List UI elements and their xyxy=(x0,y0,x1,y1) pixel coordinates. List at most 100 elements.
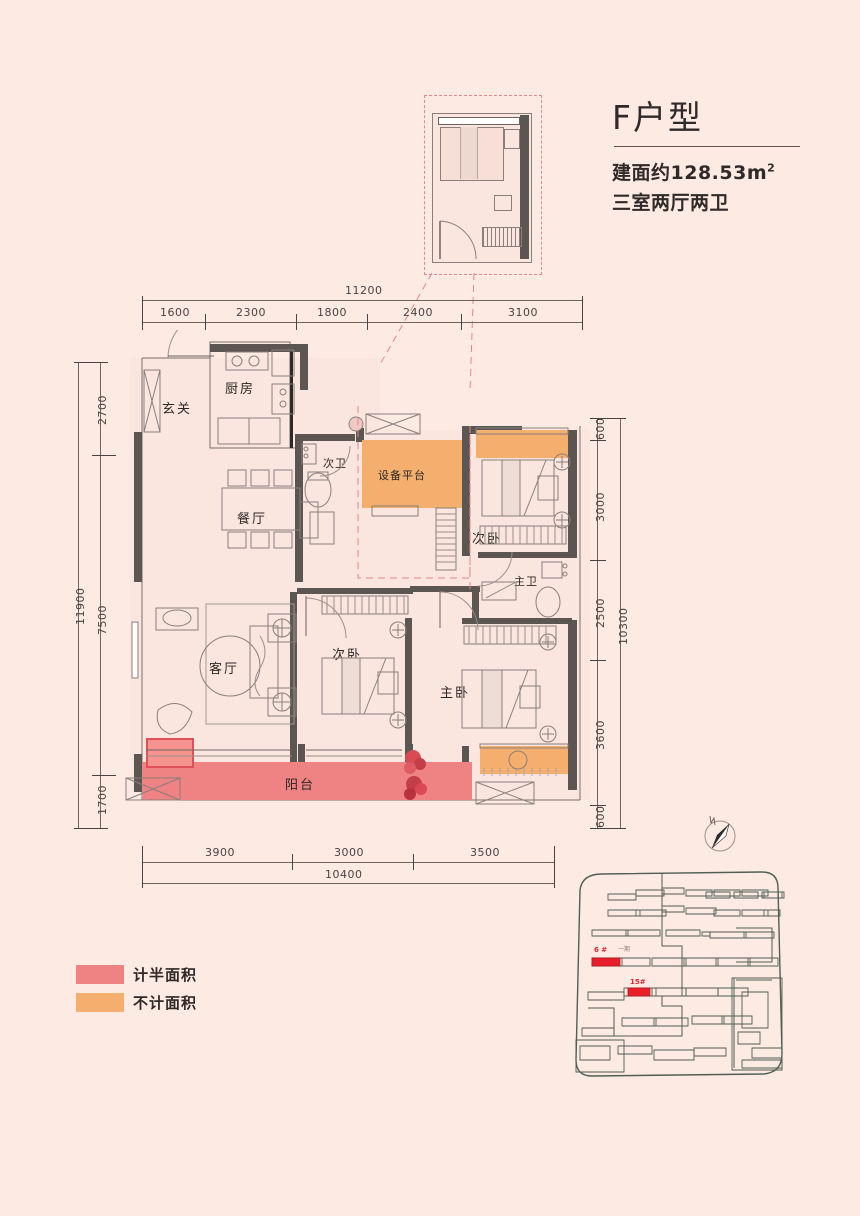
room-label-master-bath: 主卫 xyxy=(514,575,538,588)
area-text: 建面约128.53m xyxy=(612,162,768,185)
dim-left-tick xyxy=(92,455,116,456)
dim-right-tick xyxy=(590,828,626,829)
room-label-master: 主卧 xyxy=(440,686,471,701)
wall-master-top xyxy=(462,618,572,624)
dim-left-tick xyxy=(74,828,108,829)
dim-top-tick xyxy=(367,314,368,330)
legend-swatch-no-area xyxy=(76,992,124,1012)
wall-corridor-lower xyxy=(410,586,480,592)
balcony-plant-icon xyxy=(404,750,427,800)
dimension-chain-right: 10300 600 3000 2500 3600 600 xyxy=(580,0,660,860)
dim-right-total-line xyxy=(620,418,621,828)
wall-balcony-left xyxy=(134,754,142,792)
room-label-balcony: 阳台 xyxy=(285,778,316,793)
dim-top-tick xyxy=(142,296,143,330)
site-highlight-building-15 xyxy=(627,987,651,997)
inset-nightstand xyxy=(504,129,520,149)
inset-wardrobe xyxy=(482,227,522,247)
legend-row-no-area: 不计面积 xyxy=(76,991,197,1013)
dim-top-seg-text: 1600 xyxy=(160,306,190,319)
dim-bottom-seg-text: 3500 xyxy=(470,846,500,859)
plan-code-title: F户型 xyxy=(612,98,703,137)
wall-exterior-right-upper xyxy=(568,430,577,558)
dim-right-tick xyxy=(590,440,606,441)
wall-kitchen-right xyxy=(300,344,308,390)
layout-line: 三室两厅两卫 xyxy=(612,191,730,214)
alternate-bedroom-inset xyxy=(365,95,542,394)
dim-right-tick xyxy=(590,418,626,419)
room-label-equipment-deck: 设备平台 xyxy=(378,469,426,482)
dimension-chain-left: 11900 2700 7500 1700 xyxy=(0,0,140,860)
legend-label-half-area: 计半面积 xyxy=(133,965,198,984)
title-block: F户型 建面约128.53m2 三室两厅两卫 xyxy=(612,98,812,218)
room-label-dining: 餐厅 xyxy=(237,512,268,527)
wall-masterbath-top xyxy=(478,552,570,558)
site-phase-label: 一期 xyxy=(618,947,631,953)
wall-equip-right xyxy=(462,426,470,556)
wall-bedroom3-top xyxy=(297,588,413,594)
plan-dashed-variant-region xyxy=(357,406,471,590)
plan-wall-outline xyxy=(141,341,581,801)
dim-top-seg-text: 3100 xyxy=(508,306,538,319)
dim-top-tick xyxy=(461,314,462,330)
dim-bottom-total-text: 10400 xyxy=(325,868,363,881)
site-marker-label-15: 15# xyxy=(630,978,646,986)
area-legend: 计半面积 不计面积 xyxy=(76,963,197,1019)
dim-top-total-text: 11200 xyxy=(345,284,383,297)
area-unit-sup: 2 xyxy=(767,161,776,175)
dim-left-total-line xyxy=(78,362,79,828)
site-highlight-building-6 xyxy=(591,957,621,967)
dim-bottom-seg-text: 3900 xyxy=(205,846,235,859)
dim-bottom-tick xyxy=(292,854,293,870)
dimension-chain-top: 11200 1600 2300 1800 2400 3100 xyxy=(0,0,860,340)
wall-bedroom3-master xyxy=(405,618,412,788)
site-plan: 6 # 15# 一期 xyxy=(566,868,788,1080)
dim-left-seg-text: 2700 xyxy=(96,395,109,425)
dim-left-tick xyxy=(92,775,116,776)
wall-master-entry xyxy=(472,586,479,622)
room-label-guest-bath: 次卫 xyxy=(323,457,347,470)
dim-bottom-tick xyxy=(142,846,143,888)
inset-bed-runner xyxy=(460,127,478,179)
dim-bottom-total-line xyxy=(142,883,554,884)
room-label-entry: 玄关 xyxy=(162,402,193,417)
dim-bottom-seg-text: 3000 xyxy=(334,846,364,859)
dim-top-tick xyxy=(296,314,297,330)
dim-left-seg-text: 1700 xyxy=(96,785,109,815)
floor-plan-drawing: 阳台 设备平台 玄关 厨房 餐厅 次卫 次卧 主卫 客厅 次卧 主卧 xyxy=(110,330,600,840)
dim-bottom-tick xyxy=(554,846,555,888)
wall-kitchen-partition xyxy=(290,352,293,448)
dim-left-seg-text: 7500 xyxy=(96,605,109,635)
room-label-living: 客厅 xyxy=(209,662,240,677)
dim-bottom-tick xyxy=(413,854,414,870)
wall-corridor-top xyxy=(295,434,355,441)
wall-kitchen-top xyxy=(210,344,308,352)
balcony-utility-box xyxy=(146,738,194,768)
dim-top-tick xyxy=(205,314,206,330)
legend-row-half-area: 计半面积 xyxy=(76,963,197,985)
site-plan-drawing xyxy=(575,871,785,1077)
dim-top-seg-text: 2400 xyxy=(403,306,433,319)
dim-left-total-text: 11900 xyxy=(74,587,87,626)
legend-swatch-half-area xyxy=(76,964,124,984)
dim-top-seg-text: 1800 xyxy=(317,306,347,319)
dim-top-seg-line xyxy=(142,322,582,323)
dim-left-seg-line xyxy=(100,362,101,828)
wall-exterior-left xyxy=(134,432,142,582)
dim-left-tick xyxy=(74,362,108,363)
dim-right-tick xyxy=(590,805,606,806)
plan-furniture-layer xyxy=(125,330,571,805)
inset-dashed-outline xyxy=(424,95,542,275)
dim-bottom-seg-line xyxy=(142,862,554,863)
legend-label-no-area: 不计面积 xyxy=(133,993,198,1012)
inset-side-table xyxy=(494,195,512,211)
dim-top-tick xyxy=(582,296,583,330)
dim-right-total-text: 10300 xyxy=(617,607,630,646)
inset-window xyxy=(438,117,520,125)
equipment-deck-orange xyxy=(362,440,462,508)
inset-wall-right xyxy=(520,115,529,259)
dim-right-seg-line xyxy=(597,418,598,828)
site-marker-label-6: 6 # xyxy=(594,946,608,954)
north-arrow-icon xyxy=(698,810,742,854)
